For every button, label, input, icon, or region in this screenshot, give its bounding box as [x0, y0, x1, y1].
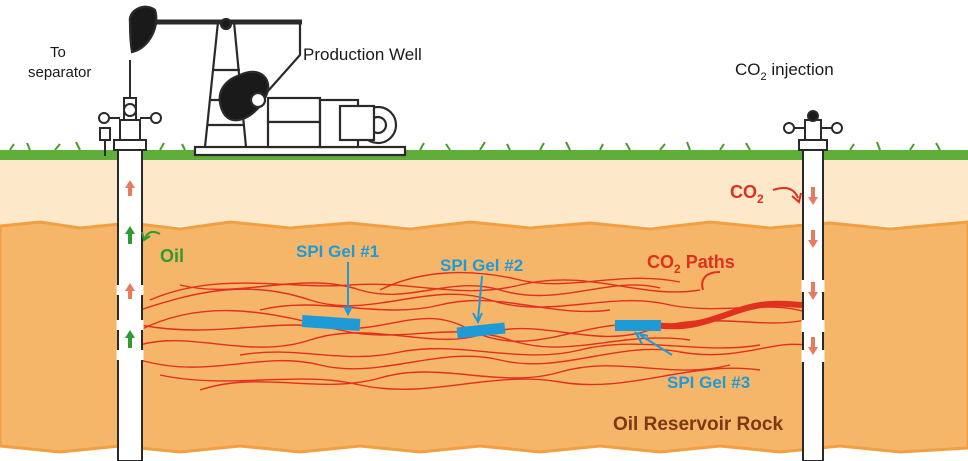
separator-label-line1: To — [50, 44, 66, 61]
reservoir-rock-layer — [0, 220, 968, 454]
injection-wellhead — [783, 110, 843, 151]
gel-3-label: SPI Gel #3 — [667, 373, 750, 392]
up-arrow-red-1 — [125, 180, 135, 196]
up-arrow-green-1 — [125, 226, 135, 244]
grass-blades — [9, 141, 941, 151]
co2-paths-label: CO2 Paths — [647, 252, 735, 276]
co2-inlet-arrowhead — [791, 192, 802, 204]
co2-inlet-arrow — [772, 187, 799, 199]
reservoir-label: Oil Reservoir Rock — [613, 414, 783, 435]
up-arrow-green-2 — [125, 330, 135, 348]
production-flow-arrows — [125, 180, 135, 348]
oil-flow-arrowhead — [141, 231, 151, 242]
down-arrow-2 — [808, 230, 818, 248]
injection-label: CO2 injection — [735, 60, 834, 83]
production-wellhead — [98, 60, 162, 156]
gel-block-1 — [301, 314, 361, 332]
down-arrow-3 — [808, 282, 818, 300]
down-arrow-1 — [808, 187, 818, 205]
production-well-label: Production Well — [303, 45, 422, 64]
down-arrow-4 — [808, 337, 818, 355]
gel-pointers — [343, 262, 673, 356]
gel-1-label: SPI Gel #1 — [296, 242, 379, 261]
separator-label-line2: separator — [28, 64, 91, 81]
gel-block-2 — [456, 322, 506, 339]
gel-2-label: SPI Gel #2 — [440, 256, 523, 275]
pump-jack — [128, 5, 407, 157]
gel-block-3 — [615, 320, 661, 331]
up-arrow-red-2 — [125, 283, 135, 299]
co2-paths-pointer — [701, 271, 721, 291]
oil-label: Oil — [160, 246, 184, 266]
co2-main-channel — [652, 300, 808, 330]
oil-flow-arrow — [144, 230, 161, 239]
injection-flow-arrows — [808, 187, 818, 355]
co2-label: CO2 — [730, 182, 764, 206]
